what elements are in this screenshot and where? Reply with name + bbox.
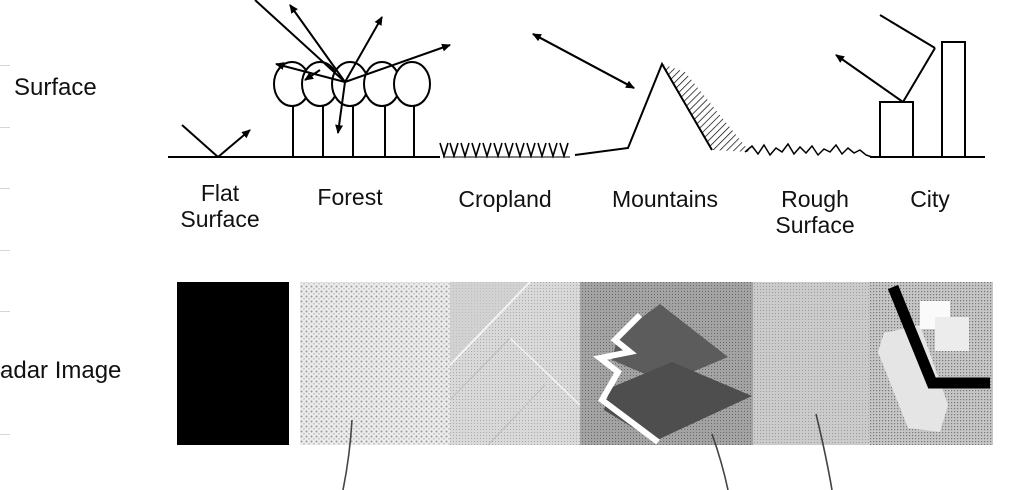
margin-gridline: [0, 311, 10, 312]
radar-tile-cropland: [449, 281, 581, 446]
label-cropland: Cropland: [440, 186, 570, 212]
label-rough-line1: Rough: [781, 186, 849, 212]
radar-tile-city: [870, 282, 993, 445]
label-flat-surface: Flat Surface: [170, 180, 270, 233]
city-buildings-icon: [879, 41, 966, 158]
label-rough-line2: Surface: [775, 212, 855, 239]
rough-surface-icon: [744, 142, 873, 158]
flat-surface-reflection-icon: [181, 124, 251, 158]
label-mountains-line1: Mountains: [611, 186, 719, 212]
label-forest: Forest: [300, 184, 400, 210]
margin-gridline: [0, 65, 10, 66]
margin-gridline: [0, 188, 10, 189]
cropland-stalks-icon: [439, 142, 570, 159]
label-rough-surface: Rough Surface: [765, 186, 865, 239]
margin-gridline: [0, 373, 10, 374]
city-double-bounce-arrows-icon: [835, 14, 936, 103]
radar-tile-flat: [177, 282, 289, 445]
forest-scatter-arrows-icon: [254, 0, 451, 134]
surface-illustration: [168, 0, 985, 159]
label-cropland-line1: Cropland: [458, 186, 552, 212]
label-city-line1: City: [910, 186, 950, 212]
margin-gridline: [0, 127, 10, 128]
label-flat-line2: Surface: [180, 206, 260, 233]
label-flat-line1: Flat: [200, 180, 240, 206]
radar-tile-forest: [300, 282, 450, 445]
label-forest-line1: Forest: [317, 184, 383, 210]
label-mountains: Mountains: [595, 186, 735, 212]
radar-tile-rough: [753, 282, 870, 445]
row-label-surface: Surface: [14, 74, 97, 101]
margin-gridline: [0, 434, 10, 435]
callout-lines: [342, 413, 833, 490]
label-city: City: [895, 186, 965, 212]
row-label-radar-image: adar Image: [0, 357, 122, 384]
mountain-icon: [532, 33, 750, 156]
radar-tile-mountains: [580, 282, 753, 445]
margin-gridline: [0, 250, 10, 251]
